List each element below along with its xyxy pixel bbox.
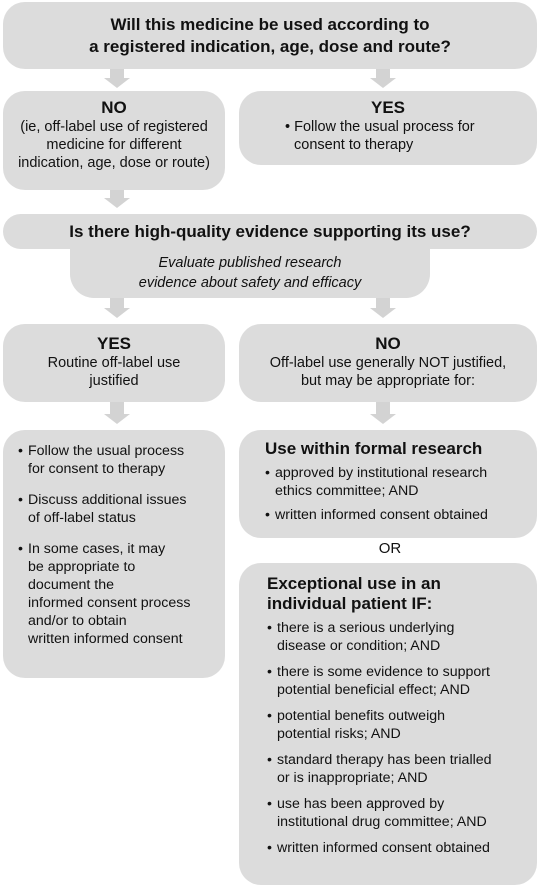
no-detail-line: (ie, off-label use of registered — [20, 119, 208, 135]
yes-evidence-line-1: Routine off-label use — [47, 355, 181, 371]
action-item: Discuss additional issues of off-label s… — [18, 491, 217, 527]
exceptional-item: there is a serious underlying disease or… — [267, 619, 529, 655]
action-line: Follow the usual process — [28, 443, 185, 459]
exceptional-title-line-2: individual patient IF: — [267, 594, 433, 613]
exceptional-item: potential benefits outweigh potential ri… — [267, 707, 529, 743]
research-title: Use within formal research — [265, 439, 483, 458]
action-line: informed consent process — [28, 595, 191, 611]
action-line: of off-label status — [28, 510, 136, 526]
exceptional-line: written informed consent obtained — [277, 840, 490, 856]
yes-actions-box: Follow the usual process for consent to … — [3, 430, 225, 678]
no-detail-line: medicine for different — [46, 137, 182, 153]
exceptional-line: institutional drug committee; AND — [277, 814, 487, 830]
exceptional-line: there is some evidence to support — [277, 664, 490, 680]
research-line: ethics committee; AND — [275, 483, 419, 499]
exceptional-line: disease or condition; AND — [277, 638, 441, 654]
action-line: be appropriate to — [28, 559, 136, 575]
exceptional-line: use has been approved by — [277, 796, 445, 812]
exceptional-line: or is inappropriate; AND — [277, 770, 428, 786]
yes-evidence-title: YES — [96, 334, 132, 353]
exceptional-line: there is a serious underlying — [277, 620, 455, 636]
research-item: approved by institutional research ethic… — [265, 464, 529, 500]
exceptional-title-line-1: Exceptional use in an — [267, 574, 441, 593]
no-detail-line: indication, age, dose or route) — [18, 155, 210, 171]
evaluate-line-2: evidence about safety and efficacy — [138, 275, 362, 291]
no-evidence-line-1: Off-label use generally NOT justified, — [269, 355, 507, 371]
yes-bullet-line-1: Follow the usual process for — [294, 119, 475, 135]
evaluate-evidence-box: Evaluate published research evidence abo… — [70, 249, 430, 298]
evaluate-line-1: Evaluate published research — [158, 255, 342, 271]
yes-evidence-box: YES Routine off-label use justified — [3, 324, 225, 402]
bullet-dot: • — [285, 119, 295, 135]
exceptional-line: standard therapy has been trialled — [277, 752, 492, 768]
or-label: OR — [378, 540, 402, 557]
research-item: written informed consent obtained — [265, 506, 529, 524]
exceptional-item: written informed consent obtained — [267, 839, 529, 857]
exceptional-line: potential risks; AND — [277, 726, 401, 742]
question-line-1: Will this medicine be used according to — [110, 15, 430, 34]
yes-bullet: • Follow the usual process for — [239, 118, 537, 136]
action-line: written informed consent — [28, 631, 183, 647]
exceptional-line: potential beneficial effect; AND — [277, 682, 470, 698]
yes-evidence-line-2: justified — [89, 373, 139, 389]
question-evidence-text: Is there high-quality evidence supportin… — [69, 222, 471, 241]
yes-bullet-line-2: consent to therapy — [294, 137, 414, 153]
formal-research-box: Use within formal research approved by i… — [239, 430, 537, 538]
yes-registered-box: YES • Follow the usual process for conse… — [239, 91, 537, 165]
no-evidence-title: NO — [375, 334, 401, 353]
exceptional-item: standard therapy has been trialled or is… — [267, 751, 529, 787]
research-line: approved by institutional research — [275, 465, 488, 481]
no-evidence-box: NO Off-label use generally NOT justified… — [239, 324, 537, 402]
action-line: document the — [28, 577, 114, 593]
exceptional-use-box: Exceptional use in an individual patient… — [239, 563, 537, 885]
question-registered-use: Will this medicine be used according to … — [3, 2, 537, 69]
action-item: In some cases, it may be appropriate to … — [18, 540, 217, 648]
action-line: for consent to therapy — [28, 461, 166, 477]
exceptional-item: use has been approved by institutional d… — [267, 795, 529, 831]
action-item: Follow the usual process for consent to … — [18, 442, 217, 478]
action-line: and/or to obtain — [28, 613, 127, 629]
action-line: Discuss additional issues — [28, 492, 187, 508]
exceptional-line: potential benefits outweigh — [277, 708, 446, 724]
no-evidence-line-2: but may be appropriate for: — [300, 373, 476, 389]
no-title: NO — [101, 98, 127, 117]
yes-title: YES — [370, 98, 406, 117]
question-evidence: Is there high-quality evidence supportin… — [3, 214, 537, 249]
research-line: written informed consent obtained — [275, 507, 488, 523]
exceptional-item: there is some evidence to support potent… — [267, 663, 529, 699]
action-line: In some cases, it may — [28, 541, 166, 557]
question-line-2: a registered indication, age, dose and r… — [89, 37, 451, 56]
no-off-label-box: NO (ie, off-label use of registered medi… — [3, 91, 225, 190]
